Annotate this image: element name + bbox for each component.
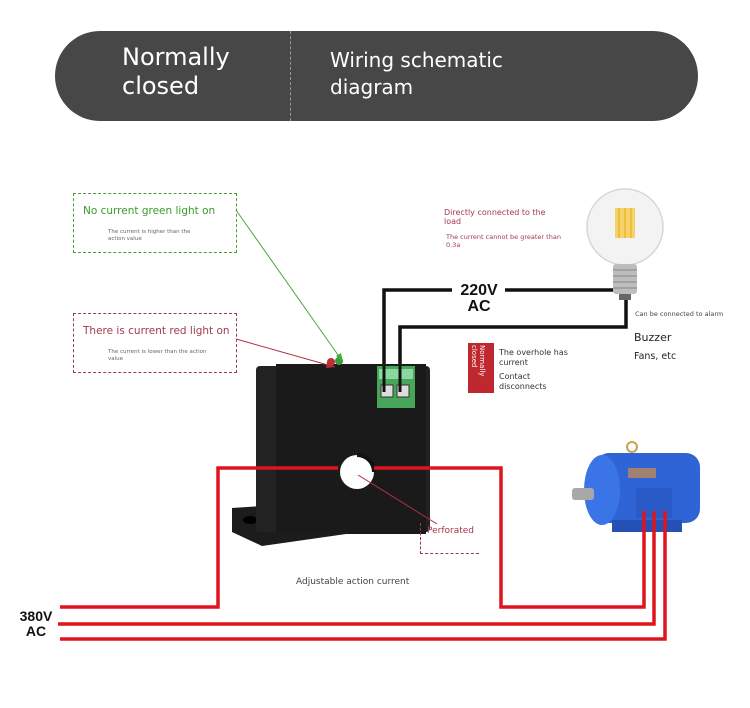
green-light-callout: No current green light on The current is… bbox=[73, 193, 237, 253]
load-voltage-label: 220V AC bbox=[460, 282, 498, 315]
perforated-label: Perforated bbox=[427, 526, 475, 536]
normally-closed-badge: Normally closed bbox=[468, 343, 494, 393]
green-light-subtitle: The current is higher than the action va… bbox=[108, 229, 191, 242]
supply-wire-1 bbox=[60, 466, 338, 609]
supply-wire-2 bbox=[58, 511, 656, 626]
red-light-callout: There is current red light on The curren… bbox=[73, 313, 237, 373]
load-wire-bottom bbox=[398, 298, 628, 390]
red-pointer-arrow bbox=[235, 338, 336, 368]
red-light-subtitle: The current is lower than the action val… bbox=[108, 349, 207, 362]
alarm-item-fans: Fans, etc bbox=[634, 351, 677, 362]
header-divider bbox=[290, 31, 291, 121]
alarm-item-buzzer: Buzzer bbox=[634, 331, 672, 344]
perforated-callout: Perforated bbox=[420, 523, 479, 554]
load-title: Directly connected to the load bbox=[444, 208, 546, 226]
light-bulb-icon bbox=[586, 188, 664, 300]
red-light-title: There is current red light on bbox=[83, 325, 230, 337]
adjustable-current-label: Adjustable action current bbox=[296, 577, 410, 587]
load-note: The current cannot be greater than 0.3a bbox=[446, 233, 561, 249]
electric-motor-icon bbox=[572, 441, 700, 532]
load-wire-top bbox=[382, 288, 452, 390]
supply-wire-1-out bbox=[374, 466, 646, 609]
header-banner bbox=[55, 31, 698, 121]
green-light-title: No current green light on bbox=[83, 205, 216, 217]
normally-closed-badge-text: Normally closed bbox=[470, 345, 486, 377]
supply-voltage-label: 380V AC bbox=[19, 608, 53, 639]
header-title: Wiring schematic diagram bbox=[330, 48, 503, 99]
supply-wire-3 bbox=[60, 511, 667, 641]
hole-pointer-arrow bbox=[357, 474, 438, 525]
header-mode-label: Normally closed bbox=[122, 43, 230, 100]
contact-condition: The overhole has current bbox=[499, 348, 568, 367]
current-sensor bbox=[232, 357, 430, 546]
green-pointer-arrow bbox=[235, 209, 344, 363]
alarm-note: Can be connected to alarm bbox=[635, 310, 724, 318]
contact-result: Contact disconnects bbox=[499, 372, 547, 391]
